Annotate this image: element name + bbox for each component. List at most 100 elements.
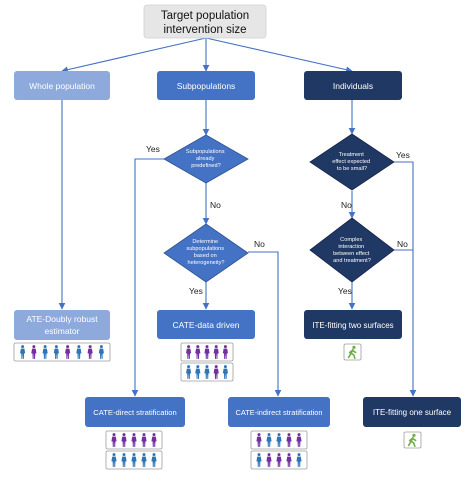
edge-labels: Yes No Yes No Yes No Yes No [146,144,410,296]
level-sub-box: Subpopulations [157,71,255,100]
person-icon [53,345,59,359]
arrow-predefined-yes [131,158,165,397]
connectors [58,37,417,397]
determine-line3: based on [194,253,217,259]
svg-text:Determine subpopulations: Determine subpopulations based on hetero… [186,239,225,266]
person-icon [195,345,201,359]
arrow-title-to-whole [61,37,207,73]
cate-direct-label: CATE-direct stratification [93,408,176,417]
determine-line1: Determine [192,239,218,245]
outcome-ite-two-box: ITE-fitting two surfaces [304,310,402,339]
person-icon [98,345,104,359]
arrow-title-to-ind [205,37,353,73]
predefined-line1: Subpopulations [186,149,225,155]
walking-person-icon [343,343,362,361]
level-whole-label: Whole population [29,81,95,91]
ite-two-label: ITE-fitting two surfaces [312,321,393,330]
label-predefined-no: No [210,200,221,210]
person-icon [151,433,157,447]
decision-predefined: Subpopulations already predefined? [163,134,249,184]
label-determine-no: No [254,239,265,249]
outcome-cate-direct-box: CATE-direct stratification [85,397,185,427]
person-icon [186,345,192,359]
small-line3: to be small? [337,166,367,172]
people-panels [13,342,308,470]
person-icon [296,433,302,447]
level-ind-label: Individuals [333,81,373,91]
person-icon [204,365,210,379]
people-panel-driven-top [180,342,234,362]
outcome-ate-box: ATE-Doubly robust estimator [14,310,110,340]
predefined-line2: already [196,156,215,162]
small-line2: effect expected [332,159,370,165]
people-panel-indirect-top [250,430,308,450]
person-icon [121,433,127,447]
svg-text:Treatment effect expecte: Treatment effect expected to be small? [332,152,371,172]
arrow-determine-no [248,251,282,397]
people-panel-direct-top [105,430,163,450]
person-icon [87,345,93,359]
label-complex-yes: Yes [338,286,352,296]
level-whole-box: Whole population [14,71,110,100]
person-icon [286,433,292,447]
person-icon [31,345,37,359]
person-icon [131,453,137,467]
person-icon [141,453,147,467]
label-predefined-yes: Yes [146,144,160,154]
level-sub-label: Subpopulations [177,81,236,91]
determine-line4: heterogeneity? [187,260,224,266]
people-panel-indirect-bottom [250,450,308,470]
person-icon [256,453,262,467]
determine-line2: subpopulations [186,246,224,252]
person-icon [131,433,137,447]
people-panel-driven-bottom [180,362,234,382]
outcome-cate-driven-box: CATE-data driven [157,310,255,339]
person-icon [20,345,26,359]
decision-determine: Determine subpopulations based on hetero… [163,223,249,283]
ite-one-label: ITE-fitting one surface [373,408,452,417]
person-icon [76,345,82,359]
person-icon [256,433,262,447]
person-icon [296,453,302,467]
title-line2: intervention size [163,24,246,36]
complex-line2: interaction [338,244,364,250]
decision-small: Treatment effect expected to be small? [309,133,395,191]
decision-complex: Complex interaction between effect and t… [309,217,395,283]
person-icon [222,345,228,359]
cate-driven-label: CATE-data driven [173,320,240,330]
person-icon [266,433,272,447]
label-determine-yes: Yes [189,286,203,296]
person-icon [111,433,117,447]
person-icon [186,365,192,379]
complex-line4: and treatment? [333,258,371,264]
people-panel-direct-bottom [105,450,163,470]
cate-indirect-label: CATE-indirect stratification [236,408,323,417]
person-icon [276,433,282,447]
svg-text:Complex interaction: Complex interaction between effect and t… [333,237,371,264]
person-icon [65,345,71,359]
person-icon [151,453,157,467]
label-small-no: No [341,200,352,210]
person-icon [111,453,117,467]
ate-line2: estimator [45,326,80,336]
person-icon [141,433,147,447]
label-small-yes: Yes [396,150,410,160]
person-icon [121,453,127,467]
title-box: Target population intervention size [143,4,267,39]
small-line1: Treatment [339,152,365,158]
label-complex-no: No [397,239,408,249]
title-line1: Target population [161,10,249,22]
person-icon [222,365,228,379]
person-icon [213,365,219,379]
person-icon [195,365,201,379]
level-ind-box: Individuals [304,71,402,100]
person-icon [213,345,219,359]
complex-line1: Complex [340,237,362,243]
complex-line3: between effect [333,251,370,257]
person-icon [42,345,48,359]
people-panel-ate [13,342,111,362]
svg-text:Subpopulations already: Subpopulations already predefined? [186,149,226,169]
ate-line1: ATE-Doubly robust [26,314,98,324]
person-icon [276,453,282,467]
